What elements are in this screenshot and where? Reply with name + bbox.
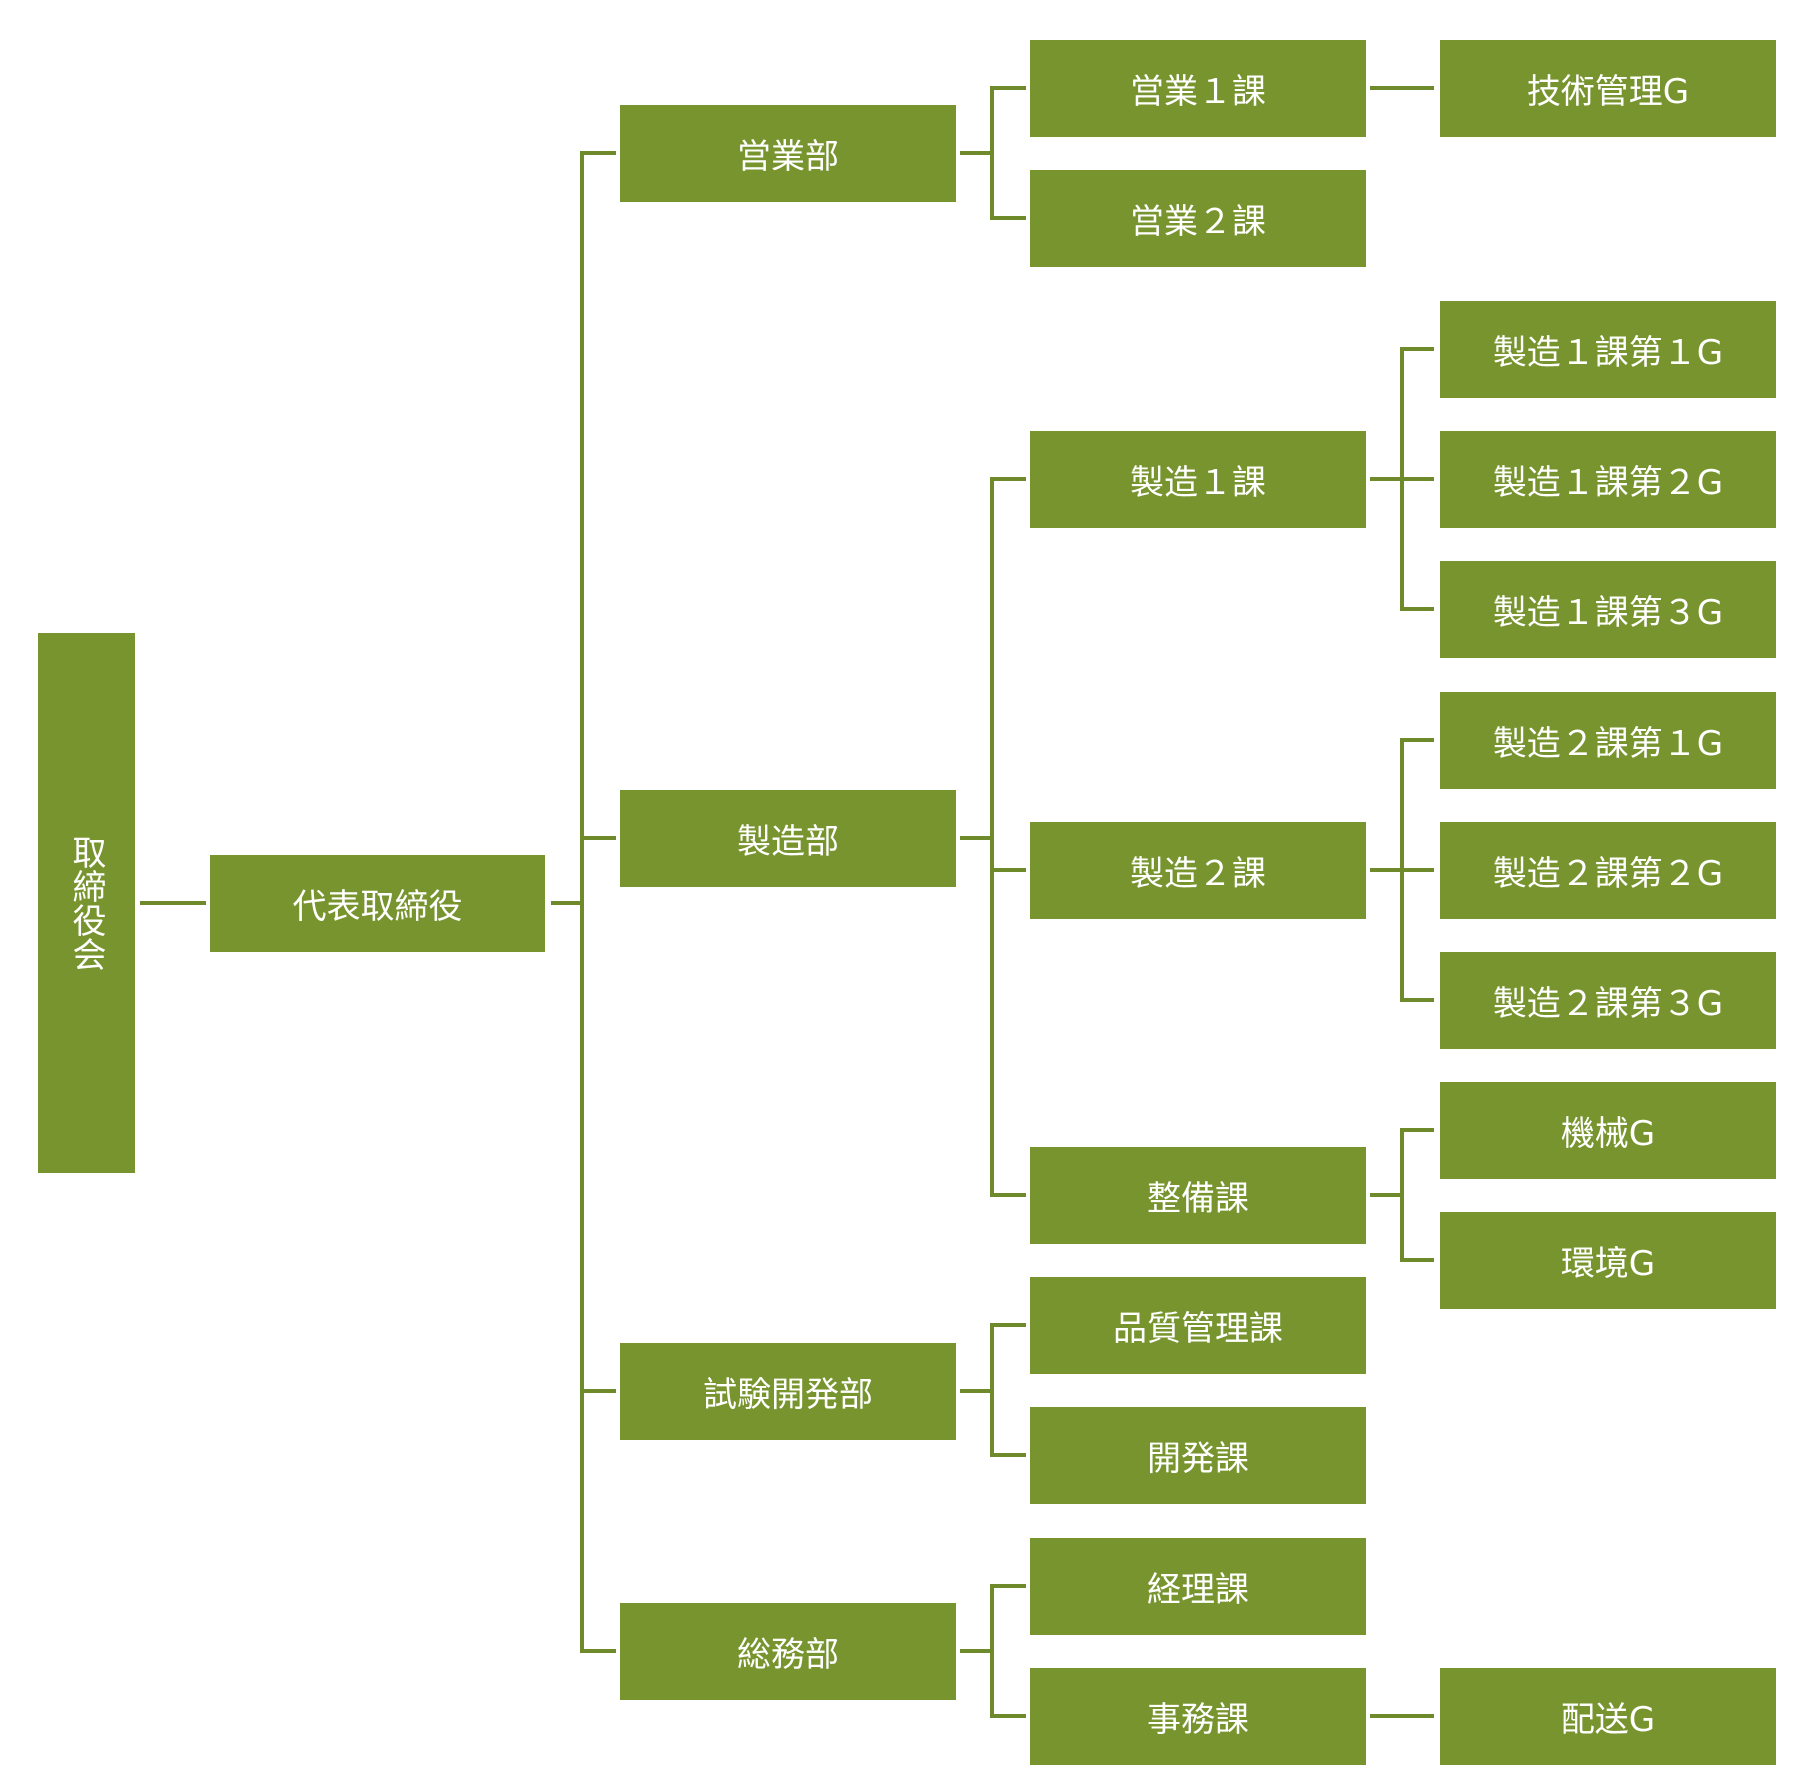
node-mfg1g3: 製造１課第３G <box>1440 561 1776 658</box>
node-mfg1g2: 製造１課第２G <box>1440 431 1776 528</box>
node-ceo: 代表取締役 <box>210 855 545 952</box>
node-acct: 経理課 <box>1030 1538 1366 1635</box>
node-office: 事務課 <box>1030 1668 1366 1765</box>
node-techmgmt: 技術管理G <box>1440 40 1776 137</box>
node-delivery: 配送G <box>1440 1668 1776 1765</box>
node-qc: 品質管理課 <box>1030 1277 1366 1374</box>
node-sales2: 営業２課 <box>1030 170 1366 267</box>
connector-mfg1-bus <box>1400 347 1434 611</box>
node-mfg1g1: 製造１課第１G <box>1440 301 1776 398</box>
node-mfg-dept: 製造部 <box>620 790 956 887</box>
connector-rnd-bus <box>990 1323 1026 1457</box>
node-mfg2: 製造２課 <box>1030 822 1366 919</box>
node-maint: 整備課 <box>1030 1147 1366 1244</box>
node-board: 取締役会 <box>38 633 135 1173</box>
connector-sales-bus <box>990 86 1026 220</box>
connector-mfg-bus <box>990 477 1026 1197</box>
connector-dept-bus <box>580 151 616 1653</box>
node-sales1: 営業１課 <box>1030 40 1366 137</box>
node-mfg2g1: 製造２課第１G <box>1440 692 1776 789</box>
node-rnd-dept: 試験開発部 <box>620 1343 956 1440</box>
connector-ga-bus <box>990 1584 1026 1718</box>
node-mfg1: 製造１課 <box>1030 431 1366 528</box>
connector-mfg2-bus <box>1400 738 1434 1002</box>
node-mech: 機械G <box>1440 1082 1776 1179</box>
node-ga-dept: 総務部 <box>620 1603 956 1700</box>
node-mfg2g2: 製造２課第２G <box>1440 822 1776 919</box>
node-sales-dept: 営業部 <box>620 105 956 202</box>
node-dev: 開発課 <box>1030 1407 1366 1504</box>
connector-maint-bus <box>1400 1128 1434 1262</box>
node-mfg2g3: 製造２課第３G <box>1440 952 1776 1049</box>
node-env: 環境G <box>1440 1212 1776 1309</box>
